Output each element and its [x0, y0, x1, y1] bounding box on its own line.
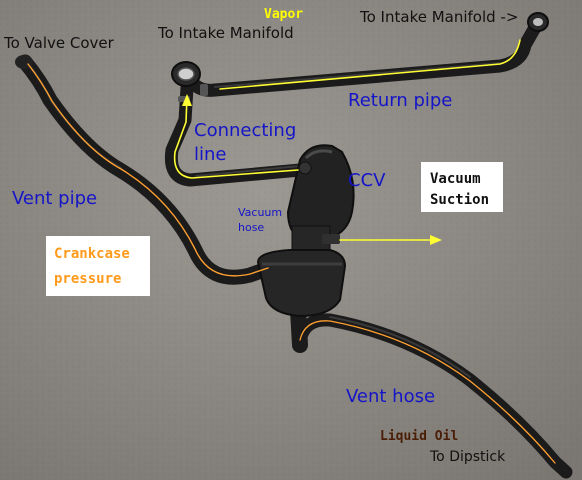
ccv-inlet-port [298, 161, 312, 175]
clamp-return [200, 84, 208, 96]
connecting-line-label-1: Connecting [194, 120, 296, 141]
fitting-left-bore [177, 67, 195, 81]
to-valve-cover-label: To Valve Cover [3, 34, 115, 52]
return-pipe-label: Return pipe [348, 90, 452, 111]
crankcase-flow-vent-hose [299, 320, 556, 464]
vapor-label: Vapor [264, 7, 303, 22]
crankcase-label: Crankcase [54, 246, 130, 262]
ccv-housing-rim [304, 149, 333, 160]
vent-hose [293, 313, 573, 479]
oil-separator-bowl [256, 249, 347, 318]
vapor-flow-arrowhead [182, 94, 192, 106]
crankcase-flow-vent-pipe [27, 63, 269, 277]
pressure-label: pressure [54, 271, 121, 287]
crankcase-pressure-plate [46, 236, 150, 296]
fitting-right-bore [533, 18, 543, 26]
vapor-flow-connecting [173, 95, 299, 179]
vapor-flow-return [219, 39, 521, 90]
vacuum-hose-label-1: Vacuum [238, 206, 282, 219]
vent-pipe-label: Vent pipe [12, 188, 97, 209]
return-pipe-highlight [214, 62, 501, 88]
vacuum-label: Vacuum [430, 171, 481, 187]
to-intake-manifold-right-label: To Intake Manifold -> [359, 8, 518, 26]
liquid-oil-label: Liquid Oil [380, 429, 458, 444]
vent-hose-highlight [329, 316, 471, 378]
ccv-label: CCV [348, 170, 386, 191]
connecting-line-label-2: line [194, 144, 226, 165]
connecting-line-hose [164, 81, 307, 187]
vacuum-suction-arrowhead [430, 235, 442, 245]
vent-hose-label: Vent hose [346, 386, 435, 407]
to-intake-manifold-left-label: To Intake Manifold [157, 24, 294, 42]
vacuum-hose-label-2: hose [238, 221, 264, 234]
suction-label: Suction [430, 192, 489, 208]
vacuum-hose-port [322, 234, 340, 244]
to-dipstick-label: To Dipstick [429, 449, 506, 465]
ccv-unit [256, 144, 355, 318]
return-pipe [185, 17, 544, 97]
connecting-line-highlight [195, 165, 301, 177]
vacuum-suction-plate [421, 162, 503, 212]
